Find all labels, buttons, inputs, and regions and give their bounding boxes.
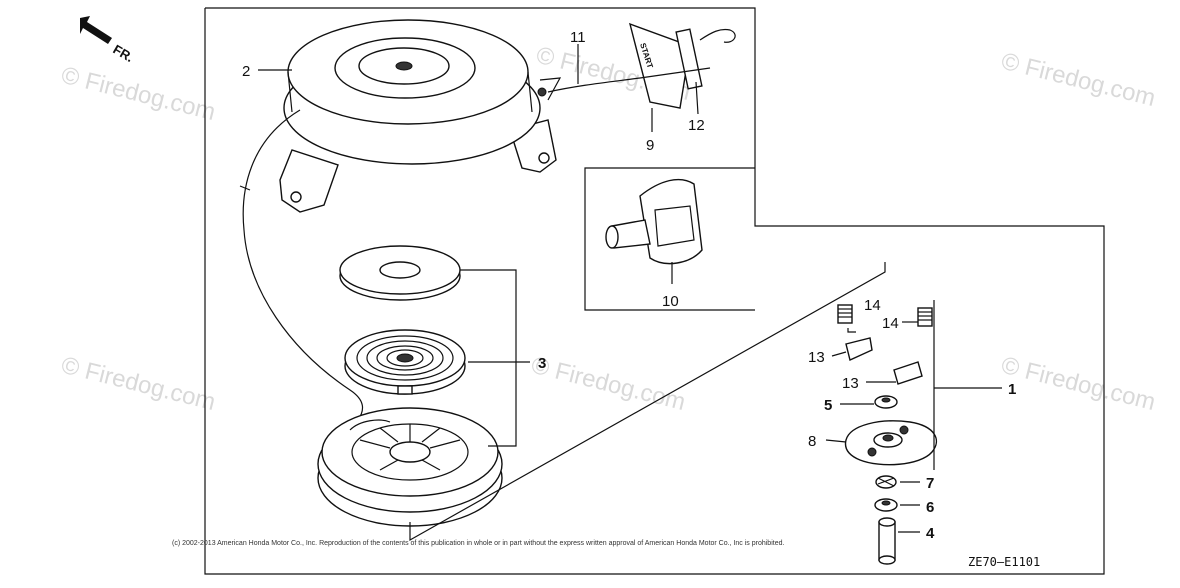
callout-14a: 14 bbox=[864, 297, 881, 314]
arrow-icon bbox=[80, 16, 112, 44]
watermark-text: © Firedog.com bbox=[999, 48, 1159, 112]
callout-6: 6 bbox=[926, 499, 934, 516]
callout-14b: 14 bbox=[882, 315, 899, 332]
callout-4: 4 bbox=[926, 525, 935, 542]
start-grip-alternate bbox=[605, 178, 703, 265]
watermark-text: © Firedog.com bbox=[59, 352, 219, 416]
front-direction-indicator: FR. bbox=[80, 16, 136, 65]
callout-5: 5 bbox=[824, 397, 832, 414]
starter-rope bbox=[547, 77, 641, 93]
watermark-text: © Firedog.com bbox=[529, 352, 689, 416]
leader-lines bbox=[258, 44, 1002, 542]
callout-9: 9 bbox=[646, 137, 654, 154]
start-grip: START bbox=[628, 22, 736, 109]
copyright-notice: (c) 2002-2013 American Honda Motor Co., … bbox=[172, 540, 784, 547]
callout-8: 8 bbox=[808, 433, 816, 450]
starter-case bbox=[279, 19, 562, 213]
reel-set bbox=[317, 245, 503, 527]
ratchet-assembly bbox=[837, 304, 937, 565]
callout-3: 3 bbox=[538, 355, 546, 372]
watermark-text: © Firedog.com bbox=[999, 352, 1159, 416]
callout-7: 7 bbox=[926, 475, 934, 492]
callout-13a: 13 bbox=[808, 349, 825, 366]
diagram-code: ZE70–E1101 bbox=[968, 555, 1040, 569]
diagram-frame bbox=[204, 7, 1105, 575]
callout-1: 1 bbox=[1008, 381, 1016, 398]
callout-11: 11 bbox=[570, 29, 586, 46]
starter-rope bbox=[242, 109, 364, 421]
callout-12: 12 bbox=[688, 117, 705, 134]
callout-10: 10 bbox=[662, 293, 679, 310]
callouts: 2 11 9 12 10 3 14 14 13 13 5 8 7 6 4 1 bbox=[242, 29, 1016, 542]
front-label: FR. bbox=[111, 42, 137, 65]
watermark-text: © Firedog.com bbox=[59, 62, 219, 126]
callout-2: 2 bbox=[242, 63, 250, 80]
callout-13b: 13 bbox=[842, 375, 859, 392]
grip-inset-frame bbox=[584, 167, 755, 311]
